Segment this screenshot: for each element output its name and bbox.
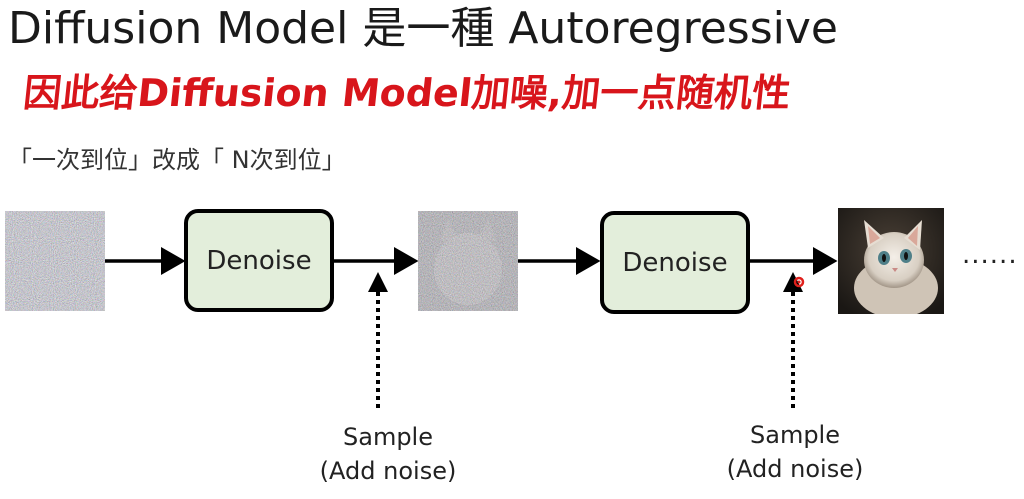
denoise-block-2: Denoise (600, 211, 750, 314)
sample-label-1: Sample (Add noise) (308, 420, 468, 488)
denoise-label: Denoise (206, 245, 312, 276)
slide-title: Diffusion Model 是一種 Autoregressive (8, 3, 838, 54)
sample-label-line1: Sample (750, 421, 840, 449)
cat-image (838, 208, 944, 314)
pure-noise-image (5, 211, 105, 311)
laser-pointer-dot (793, 276, 805, 288)
slide-subtitle: 「一次到位」改成「 N次到位」 (8, 146, 346, 174)
denoise-block-1: Denoise (184, 209, 334, 312)
sample-label-line2: (Add noise) (319, 457, 457, 485)
partially-denoised-image (418, 211, 518, 311)
continuation-dots: ...... (962, 240, 1018, 270)
sample-label-line2: (Add noise) (726, 455, 864, 483)
sample-label-2: Sample (Add noise) (710, 418, 880, 486)
denoise-label: Denoise (622, 247, 728, 278)
sample-label-line1: Sample (343, 423, 433, 451)
